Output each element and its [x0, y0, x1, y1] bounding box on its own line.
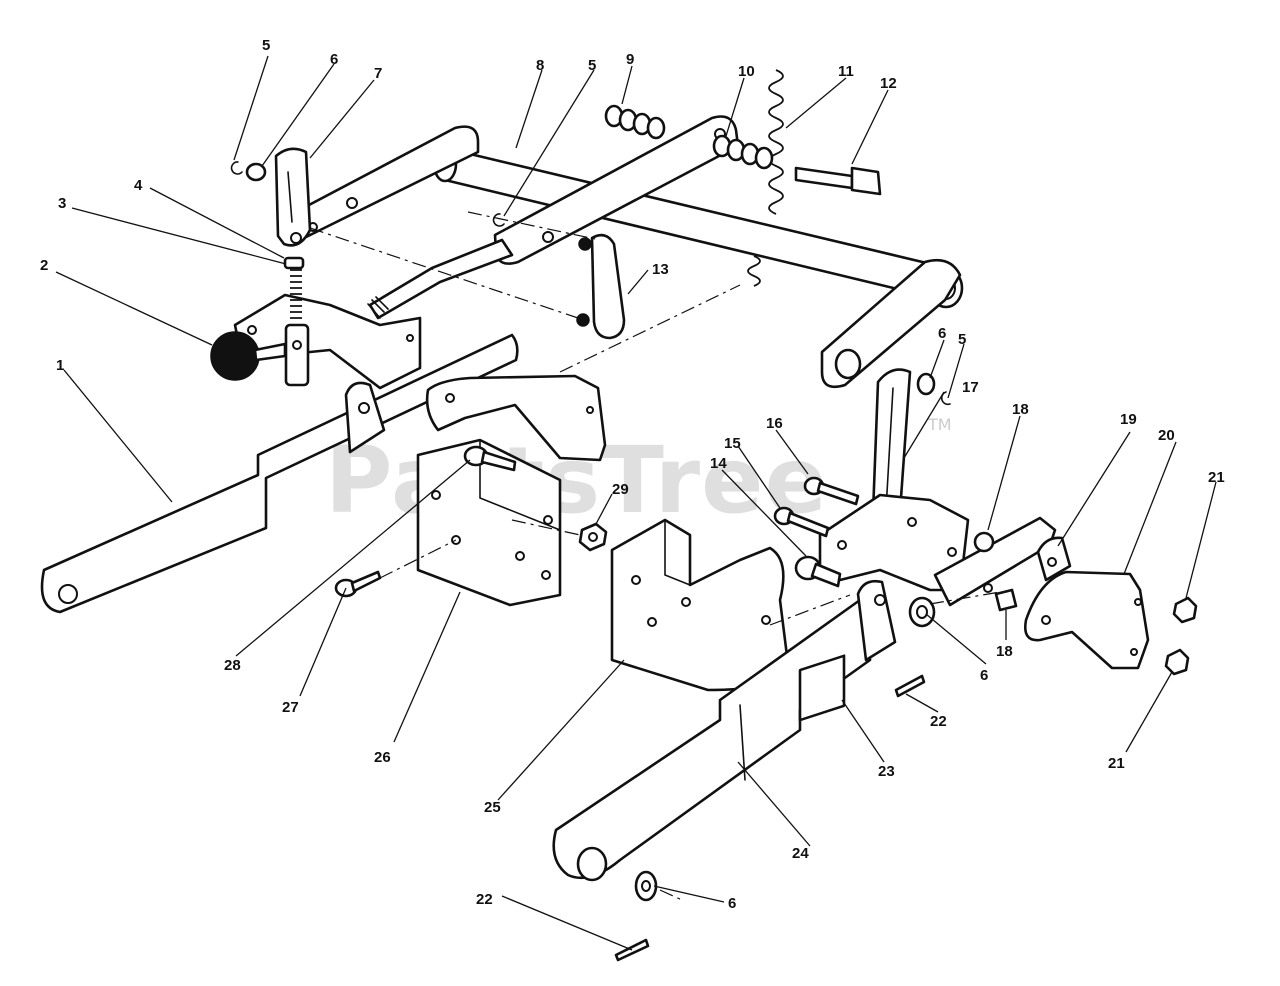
- callout-25: 25: [484, 799, 501, 816]
- part-5-clip-c: [940, 391, 951, 406]
- callout-5a: 5: [262, 37, 270, 54]
- callout-4: 4: [134, 177, 143, 194]
- part-6-washer-d: [634, 870, 658, 902]
- callout-6c: 6: [980, 667, 988, 684]
- callout-15: 15: [724, 435, 741, 452]
- callout-11: 11: [838, 63, 854, 80]
- part-12-bolt: [794, 166, 882, 196]
- callout-20: 20: [1158, 427, 1175, 444]
- part-vertical-tab: [856, 579, 897, 662]
- leader-lines: [55, 55, 1217, 951]
- part-21-nut-a: [1172, 596, 1198, 624]
- part-center-plate: [425, 284, 741, 462]
- centerline-e: [511, 519, 581, 536]
- part-13-link: [576, 233, 626, 340]
- part-11-spring: [747, 69, 784, 287]
- callout-29: 29: [612, 481, 629, 498]
- callout-13: 13: [652, 261, 669, 278]
- part-6-washer-b: [916, 372, 936, 396]
- part-27-bolt: [334, 570, 382, 598]
- callout-9: 9: [626, 51, 634, 68]
- callout-10: 10: [738, 63, 755, 80]
- part-6-washer-a: [245, 162, 267, 182]
- part-9-washers: [604, 104, 666, 140]
- part-lift-arm-left: [283, 125, 480, 242]
- part-7-clevis: [274, 147, 312, 247]
- centerline-b: [467, 211, 601, 241]
- callout-8: 8: [536, 57, 544, 74]
- centerline-a: [309, 227, 579, 319]
- callout-6d: 6: [728, 895, 736, 912]
- callout-6b: 6: [938, 325, 946, 342]
- part-18-spacer-a: [973, 531, 995, 553]
- callout-12: 12: [880, 75, 897, 92]
- part-2-knob: [210, 331, 260, 381]
- callout-22a: 22: [930, 713, 947, 730]
- part-14-pin: [794, 555, 842, 588]
- part-29-nut: [578, 522, 608, 552]
- callout-3: 3: [58, 195, 66, 212]
- callout-7: 7: [374, 65, 382, 82]
- watermark-tm: TM: [927, 415, 952, 434]
- callout-14: 14: [710, 455, 727, 472]
- callout-22b: 22: [476, 891, 493, 908]
- part-28-bolt: [463, 445, 517, 472]
- part-18-spacer-b: [994, 588, 1018, 612]
- callout-24: 24: [792, 845, 809, 862]
- part-21-nut-b: [1164, 648, 1190, 676]
- callout-28: 28: [224, 657, 241, 674]
- part-5-clip-b: [492, 213, 505, 227]
- part-upper-right-arm: [820, 258, 962, 389]
- callout-1: 1: [56, 357, 64, 374]
- callout-5b: 5: [588, 57, 596, 74]
- callout-17: 17: [962, 379, 979, 396]
- callout-23: 23: [878, 763, 895, 780]
- part-15-bolt: [773, 506, 830, 538]
- part-16-bolt: [803, 476, 860, 506]
- centerline-g: [659, 889, 683, 901]
- callout-16: 16: [766, 415, 783, 432]
- centerline-c: [929, 591, 1001, 605]
- part-5-clip-a: [230, 161, 243, 175]
- part-2-knob-stem: [253, 342, 287, 362]
- callout-18a: 18: [1012, 401, 1029, 418]
- callout-2: 2: [40, 257, 48, 274]
- part-22-cotter-pin-a: [894, 674, 926, 698]
- callout-18b: 18: [996, 643, 1013, 660]
- callout-6a: 6: [330, 51, 338, 68]
- part-handle-bracket: [233, 256, 422, 390]
- part-1-side-bar: [40, 333, 519, 614]
- part-25-bracket: [610, 518, 792, 692]
- part-19-tab: [1036, 536, 1072, 582]
- part-26-bracket: [416, 438, 562, 607]
- callout-21a: 21: [1208, 469, 1225, 486]
- part-20-plate: [1024, 570, 1150, 670]
- callout-19: 19: [1120, 411, 1137, 428]
- callout-27: 27: [282, 699, 299, 716]
- callout-5c: 5: [958, 331, 966, 348]
- part-3-rod: [367, 238, 514, 320]
- part-10-washers: [712, 134, 774, 170]
- callout-21b: 21: [1108, 755, 1125, 772]
- callout-26: 26: [374, 749, 391, 766]
- part-6-washer-c: [908, 596, 936, 628]
